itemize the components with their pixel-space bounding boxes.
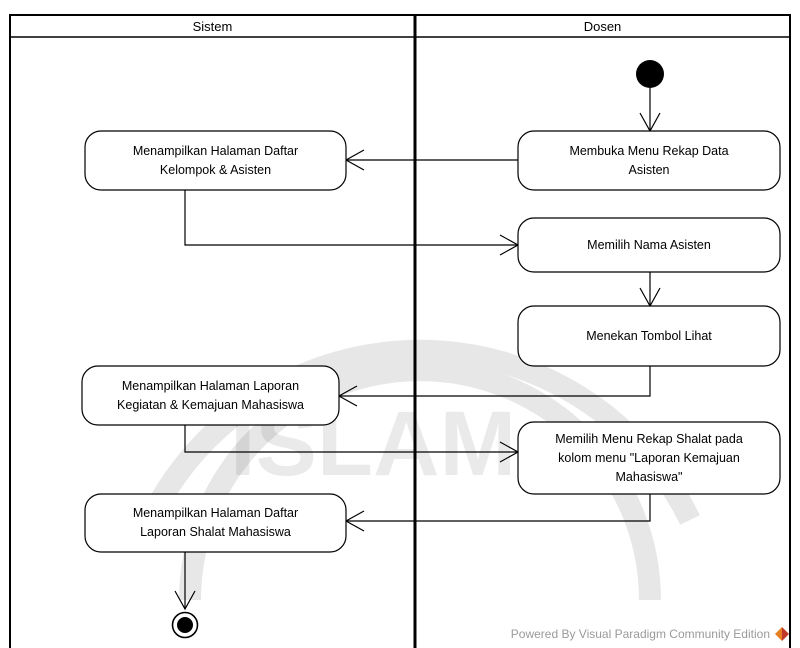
action-menekan-tombol-lihat: Menekan Tombol Lihat — [518, 306, 780, 366]
initial-node — [636, 60, 664, 88]
action-membuka-menu-rekap-data-asisten: Membuka Menu Rekap Data Asisten — [518, 131, 780, 190]
action-label-line: Memilih Nama Asisten — [587, 237, 711, 252]
action-box-a2 — [84, 130, 347, 191]
action-box-a6 — [517, 421, 781, 495]
action-label-line: Membuka Menu Rekap Data — [569, 143, 729, 158]
action-memilih-nama-asisten: Memilih Nama Asisten — [518, 218, 780, 272]
action-label-line: Menampilkan Halaman Laporan — [121, 378, 300, 393]
action-label-line: Menekan Tombol Lihat — [586, 328, 712, 343]
visual-paradigm-watermark: Powered By Visual Paradigm Community Edi… — [511, 626, 790, 642]
watermark-text: Powered By Visual Paradigm Community Edi… — [510, 627, 770, 641]
action-box-a3 — [517, 217, 781, 273]
action-menampilkan-daftar-kelompok-asisten: Menampilkan Halaman Daftar Kelompok & As… — [85, 131, 346, 190]
action-box-a1 — [517, 130, 781, 191]
action-menampilkan-laporan-kegiatan: Menampilkan Halaman Laporan Kegiatan & K… — [82, 366, 339, 425]
flow-a5-to-a6 — [184, 425, 520, 463]
action-boxes — [81, 130, 781, 553]
action-label-line: Asisten — [628, 162, 670, 177]
swimlane-frame — [9, 14, 791, 648]
action-box-a4 — [517, 305, 781, 367]
visual-paradigm-logo-icon — [775, 627, 789, 641]
action-label-line: Laporan Shalat Mahasiswa — [140, 525, 291, 539]
action-box-a7 — [84, 493, 347, 553]
action-label-line: Memilih Menu Rekap Shalat pada — [555, 431, 743, 446]
action-menampilkan-laporan-shalat: Menampilkan Halaman Daftar Laporan Shala… — [85, 494, 346, 552]
action-label-line: Mahasiswa" — [615, 469, 683, 484]
action-label-line: Menampilkan Halaman Daftar — [132, 143, 299, 158]
flow-a2-to-a3 — [184, 190, 520, 256]
flow-a6-to-a7 — [344, 494, 651, 532]
action-label-line: Kelompok & Asisten — [159, 162, 272, 177]
action-label-line: kolom menu "Laporan Kemajuan — [558, 450, 740, 465]
control-flows — [174, 88, 661, 611]
action-box-a5 — [81, 365, 340, 426]
action-label-line: Kegiatan & Kemajuan Mahasiswa — [117, 397, 304, 412]
action-label-line: Menampilkan Halaman Daftar — [132, 506, 299, 520]
swimlane-header-sistem: Sistem — [192, 18, 233, 34]
swimlane-header-dosen: Dosen — [583, 18, 622, 34]
final-node — [171, 611, 199, 639]
action-memilih-menu-rekap-shalat: Memilih Menu Rekap Shalat pada kolom men… — [518, 422, 780, 494]
flow-a4-to-a5 — [337, 366, 651, 407]
